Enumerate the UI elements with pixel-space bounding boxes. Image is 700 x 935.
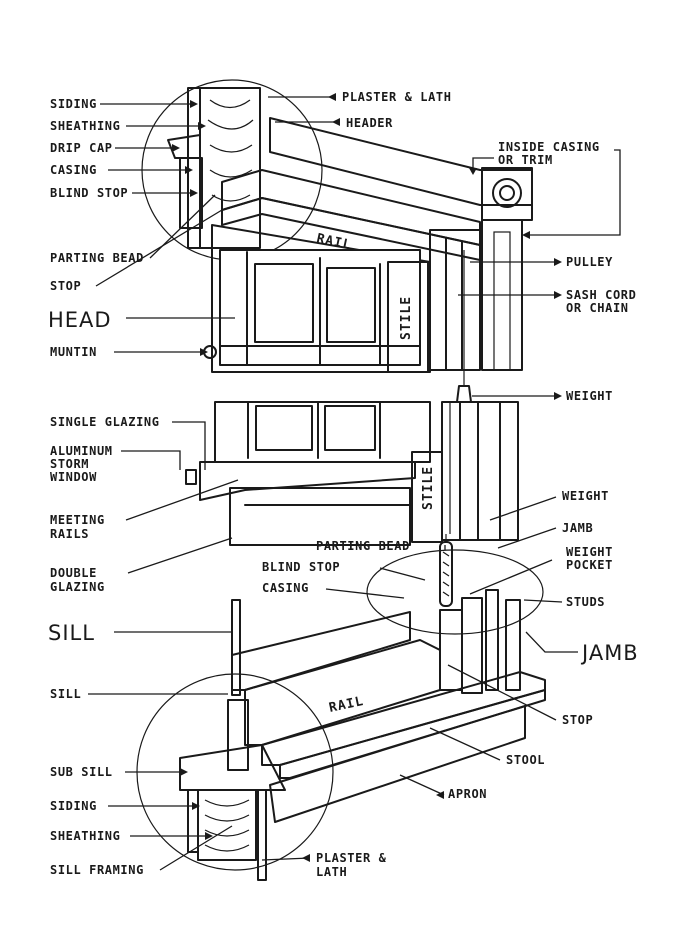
- label-drip-cap: DRIP CAP: [50, 141, 113, 155]
- leader-lines: [88, 96, 621, 871]
- meeting-rail: [199, 461, 416, 501]
- rosette-icon: [492, 178, 522, 208]
- label-rail-bottom: RAIL: [328, 694, 366, 716]
- label-aluminum-2: STORM: [50, 457, 89, 471]
- label-inside-casing-2: OR TRIM: [498, 153, 553, 167]
- label-aluminum-3: WINDOW: [50, 470, 97, 484]
- label-weight-mid: WEIGHT: [562, 489, 609, 503]
- stud-1: [485, 589, 499, 691]
- inner-labels: RAIL STILE STILE RAIL: [315, 231, 436, 716]
- label-sheathing-top: SHEATHING: [50, 119, 120, 133]
- side-jamb-top: [429, 229, 481, 371]
- right-labels: PLASTER & LATH HEADER INSIDE CASING OR T…: [262, 90, 639, 879]
- label-muntin: MUNTIN: [50, 345, 97, 359]
- label-rail-top: RAIL: [315, 231, 353, 253]
- label-siding-top: SIDING: [50, 97, 97, 111]
- label-plaster-lath-bottom-2: LATH: [316, 865, 347, 879]
- label-double-1: DOUBLE: [50, 566, 97, 580]
- label-plaster-lath-top: PLASTER & LATH: [342, 90, 452, 104]
- weight-pocket-icon: [439, 534, 453, 607]
- arrowheads: [172, 93, 562, 862]
- label-casing-right: CASING: [262, 581, 309, 595]
- label-sub-sill: SUB SILL: [50, 765, 113, 779]
- label-pulley: PULLEY: [566, 255, 613, 269]
- label-sheathing-bottom: SHEATHING: [50, 829, 120, 843]
- label-meeting-2: RAILS: [50, 527, 89, 541]
- stool: [261, 671, 546, 766]
- label-aluminum-1: ALUMINUM: [50, 444, 113, 458]
- label-sill-heading: SILL: [48, 621, 95, 645]
- label-weight-top: WEIGHT: [566, 389, 613, 403]
- label-stile-mid: STILE: [421, 466, 436, 510]
- sub-sill: [179, 744, 286, 791]
- label-weight-pocket-1: WEIGHT: [566, 545, 613, 559]
- label-casing-top: CASING: [50, 163, 97, 177]
- label-inside-casing-1: INSIDE CASING: [498, 140, 600, 154]
- label-siding-bottom: SIDING: [50, 799, 97, 813]
- label-sill: SILL: [50, 687, 81, 701]
- meeting-rail-section-drawing: [185, 401, 519, 546]
- label-meeting-1: MEETING: [50, 513, 105, 527]
- head-section-drawing: [141, 79, 533, 403]
- label-studs: STUDS: [566, 595, 605, 609]
- label-sash-cord-2: OR CHAIN: [566, 301, 629, 315]
- label-header: HEADER: [346, 116, 393, 130]
- label-weight-pocket-2: POCKET: [566, 558, 613, 572]
- bottom-rail: [244, 639, 441, 746]
- label-sash-cord-1: SASH CORD: [566, 288, 636, 302]
- label-stop-right: STOP: [562, 713, 593, 727]
- label-stool: STOOL: [506, 753, 545, 767]
- stud-2: [505, 599, 521, 691]
- label-stile-top: STILE: [399, 296, 414, 340]
- left-labels: SIDING SHEATHING DRIP CAP CASING BLIND S…: [48, 97, 160, 877]
- weight-top-icon: [456, 378, 472, 403]
- label-apron: APRON: [448, 787, 487, 801]
- label-parting-bead-right: PARTING BEAD: [316, 539, 410, 553]
- top-stile: [387, 261, 429, 373]
- label-parting-bead-left: PARTING BEAD: [50, 251, 144, 265]
- jamb-detail-ellipse: [366, 549, 544, 635]
- label-jamb-small: JAMB: [562, 521, 593, 535]
- label-single-glazing: SINGLE GLAZING: [50, 415, 160, 429]
- head-framing: [199, 87, 261, 249]
- label-blind-stop-right: BLIND STOP: [262, 560, 340, 574]
- label-plaster-lath-bottom-1: PLASTER &: [316, 851, 387, 865]
- corner-block: [481, 167, 533, 221]
- apron: [269, 705, 526, 823]
- label-head: HEAD: [48, 308, 112, 332]
- top-sash-muntins: [219, 249, 421, 366]
- label-stop-left: STOP: [50, 279, 81, 293]
- label-blind-stop-top: BLIND STOP: [50, 186, 128, 200]
- label-jamb-big: JAMB: [580, 641, 639, 665]
- label-double-2: GLAZING: [50, 580, 105, 594]
- label-sill-framing: SILL FRAMING: [50, 863, 144, 877]
